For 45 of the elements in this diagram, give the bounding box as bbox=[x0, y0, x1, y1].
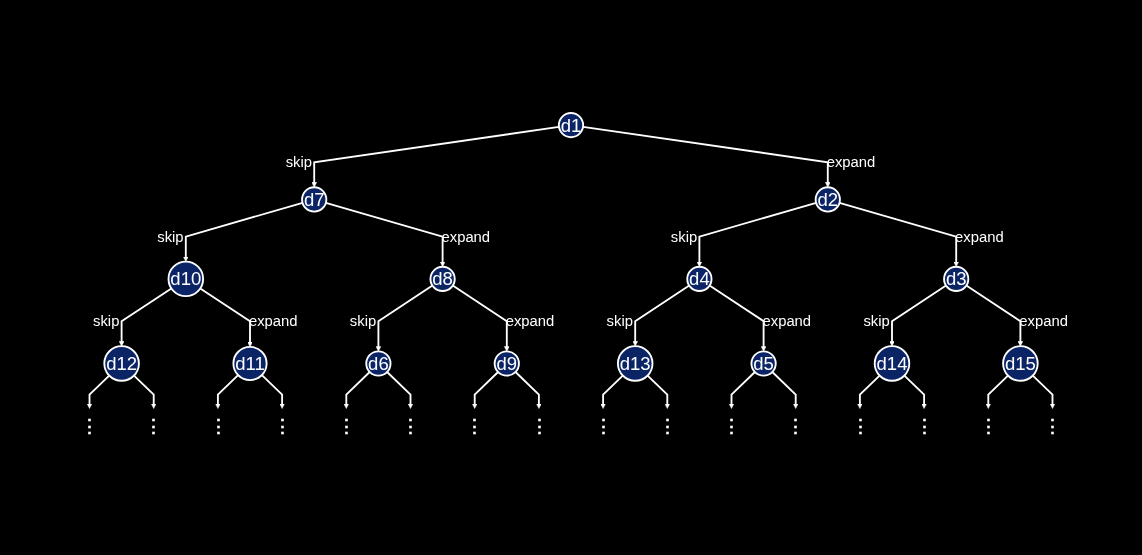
node-circle: d4 bbox=[686, 265, 713, 292]
edge-label: expand bbox=[1019, 311, 1068, 332]
edge-label: expand bbox=[826, 152, 876, 173]
edge-label: skip bbox=[349, 311, 377, 332]
node-text: ⋮ bbox=[658, 415, 677, 437]
node-circle: d14 bbox=[873, 345, 911, 382]
node-text: ⋮ bbox=[1043, 415, 1062, 437]
node-circle: d7 bbox=[301, 186, 328, 213]
edge-label: expand bbox=[762, 311, 812, 332]
node-circle: d13 bbox=[616, 345, 654, 382]
node-circle: d5 bbox=[750, 350, 777, 377]
edge-label: expand bbox=[505, 311, 555, 332]
edge-label: skip bbox=[606, 311, 633, 332]
node-circle: d12 bbox=[103, 345, 140, 382]
node-text: ⋮ bbox=[80, 415, 99, 437]
node-text: ⋮ bbox=[337, 415, 356, 437]
node-text: ⋮ bbox=[914, 415, 934, 437]
edge-label: skip bbox=[93, 311, 120, 332]
node-text: ⋮ bbox=[208, 415, 228, 437]
node-text: ⋮ bbox=[979, 415, 998, 437]
node-circle: d11 bbox=[232, 345, 268, 382]
edge-label: expand bbox=[248, 311, 298, 332]
edge-label: expand bbox=[955, 226, 1004, 247]
node-circle: d15 bbox=[1002, 345, 1039, 382]
node-circle: d3 bbox=[943, 265, 970, 292]
node-text: ⋮ bbox=[272, 415, 292, 437]
edge-label: skip bbox=[670, 226, 698, 247]
edge-label: skip bbox=[157, 226, 184, 247]
node-text: ⋮ bbox=[529, 415, 549, 437]
node-text: ⋮ bbox=[465, 415, 484, 437]
node-text: ⋮ bbox=[722, 415, 741, 437]
node-circle: d9 bbox=[493, 350, 520, 377]
edge-label: expand bbox=[441, 226, 491, 247]
node-text: ⋮ bbox=[593, 415, 613, 437]
node-circle: d2 bbox=[814, 186, 841, 213]
node-circle: d6 bbox=[365, 350, 392, 377]
node-text: ⋮ bbox=[401, 415, 420, 437]
node-text: ⋮ bbox=[850, 415, 870, 437]
edge-label: skip bbox=[285, 152, 312, 173]
node-text: ⋮ bbox=[144, 415, 163, 437]
node-circle: d1 bbox=[557, 112, 585, 139]
edge-label: skip bbox=[863, 311, 890, 332]
node-circle: d8 bbox=[429, 265, 456, 292]
node-text: ⋮ bbox=[786, 415, 805, 437]
node-circle: d10 bbox=[167, 260, 205, 298]
